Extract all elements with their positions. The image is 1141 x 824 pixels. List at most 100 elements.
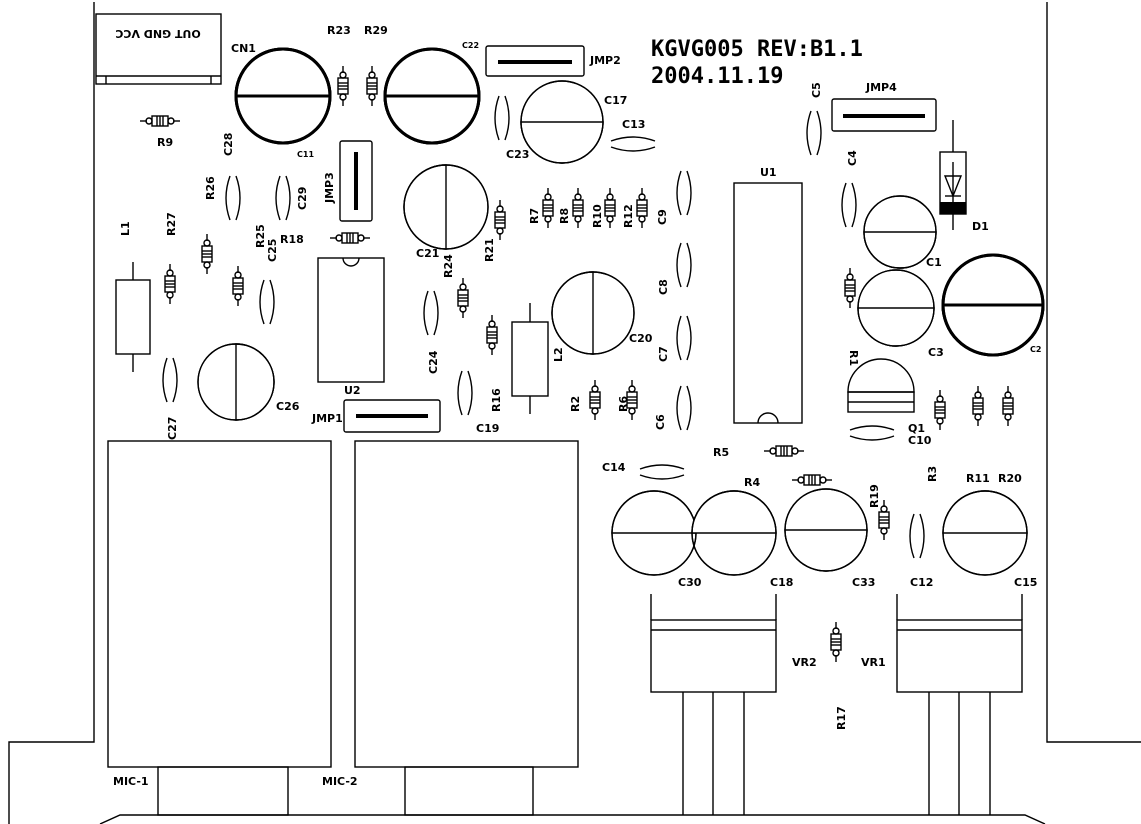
label-r27: R27 [165, 212, 178, 236]
resistor-r10 [604, 187, 616, 229]
label-c8: C8 [657, 279, 670, 295]
resistor-r2 [589, 379, 601, 421]
label-c6: C6 [654, 414, 667, 430]
label-c23: C23 [506, 148, 529, 161]
resistor-r24 [457, 277, 469, 319]
label-c25: C25 [266, 239, 279, 262]
capacitor-c18 [691, 490, 777, 576]
label-q1: Q1 [908, 422, 925, 435]
resistor-r23 [337, 65, 349, 107]
label-r4: R4 [744, 476, 760, 489]
label-r5: R5 [713, 446, 729, 459]
label-c9: C9 [656, 209, 669, 225]
label-jmp1: JMP1 [311, 412, 343, 425]
label-r18: R18 [280, 233, 304, 246]
resistor-r21 [494, 199, 506, 241]
resistor-r7 [542, 187, 554, 229]
label-c18: C18 [770, 576, 793, 589]
label-r8: R8 [558, 208, 571, 224]
label-r12: R12 [622, 204, 635, 228]
capacitor-c7 [676, 315, 692, 361]
label-c7: C7 [657, 346, 670, 362]
connector-pin-label: OUT GND VCC [115, 27, 200, 40]
label-c2: C2 [1030, 345, 1041, 354]
capacitor-c4 [841, 182, 857, 228]
enclosure-lip [99, 814, 1046, 824]
jumper-jmp3 [339, 140, 373, 222]
resistor-r8 [572, 187, 584, 229]
resistor-r18 [329, 232, 371, 244]
label-c33: C33 [852, 576, 875, 589]
label-r9: R9 [157, 136, 173, 149]
label-vr1: VR1 [861, 656, 886, 669]
mic-jack-1 [107, 440, 332, 816]
board-date: 2004.11.19 [651, 64, 783, 89]
label-mic-2: MIC-2 [322, 775, 358, 788]
resistor-r25 [232, 265, 244, 307]
resistor-r17 [830, 621, 842, 663]
label-r23: R23 [327, 24, 351, 37]
inductor-l2 [511, 303, 549, 414]
label-c12: C12 [910, 576, 933, 589]
resistor-r4 [791, 474, 833, 486]
label-c13: C13 [622, 118, 645, 131]
capacitor-c33 [784, 488, 868, 572]
label-c27: C27 [166, 417, 179, 440]
capacitor-c26 [197, 343, 275, 421]
diode-d1 [939, 120, 967, 230]
resistor-r12 [636, 187, 648, 229]
label-c24: C24 [427, 350, 440, 374]
ic-u1 [733, 182, 803, 424]
label-r7: R7 [528, 208, 541, 224]
label-vr2: VR2 [792, 656, 817, 669]
resistor-r27 [164, 263, 176, 305]
label-c26: C26 [276, 400, 300, 413]
capacitor-c21 [403, 164, 489, 250]
jumper-jmp2 [485, 45, 585, 77]
resistor-r11 [972, 385, 984, 427]
capacitor-c1 [863, 195, 937, 269]
potentiometer-vr2 [650, 594, 777, 815]
resistor-r20 [1002, 385, 1014, 427]
label-jmp3: JMP3 [323, 172, 336, 204]
resistor-r9 [139, 115, 181, 127]
label-l1: L1 [119, 221, 132, 236]
capacitor-c24 [423, 290, 439, 336]
label-r6: R6 [617, 396, 630, 412]
capacitor-c23 [494, 95, 510, 141]
label-r21: R21 [483, 238, 496, 262]
label-u2: U2 [344, 384, 361, 397]
label-jmp2: JMP2 [589, 54, 621, 67]
resistor-r16 [486, 314, 498, 356]
label-c21: C21 [416, 247, 439, 260]
resistor-r5 [763, 445, 805, 457]
label-c28: C28 [222, 133, 235, 156]
capacitor-c12 [909, 513, 925, 559]
inductor-l1 [115, 262, 151, 372]
label-r17: R17 [835, 706, 848, 730]
label-r1: R1 [847, 350, 860, 366]
capacitor-c19 [457, 370, 473, 416]
ic-u2 [317, 257, 385, 383]
label-r25: R25 [254, 224, 267, 248]
capacitor-c30 [611, 490, 697, 576]
label-cn1: CN1 [231, 42, 256, 55]
capacitor-c10 [849, 425, 895, 441]
label-r24: R24 [442, 254, 455, 278]
label-r20: R20 [998, 472, 1022, 485]
capacitor-c2 [941, 253, 1045, 357]
board-outline [8, 2, 1141, 824]
resistor-r3 [934, 389, 946, 431]
jumper-jmp4 [831, 98, 937, 132]
capacitor-c3 [857, 269, 935, 347]
label-r16: R16 [490, 388, 503, 412]
label-c15: C15 [1014, 576, 1037, 589]
label-mic-1: MIC-1 [113, 775, 149, 788]
capacitor-c5 [806, 110, 822, 156]
label-u1: U1 [760, 166, 777, 179]
capacitor-cn1 [234, 47, 332, 145]
capacitor-c26-top [225, 175, 241, 221]
label-c3: C3 [928, 346, 944, 359]
label-c17: C17 [604, 94, 627, 107]
